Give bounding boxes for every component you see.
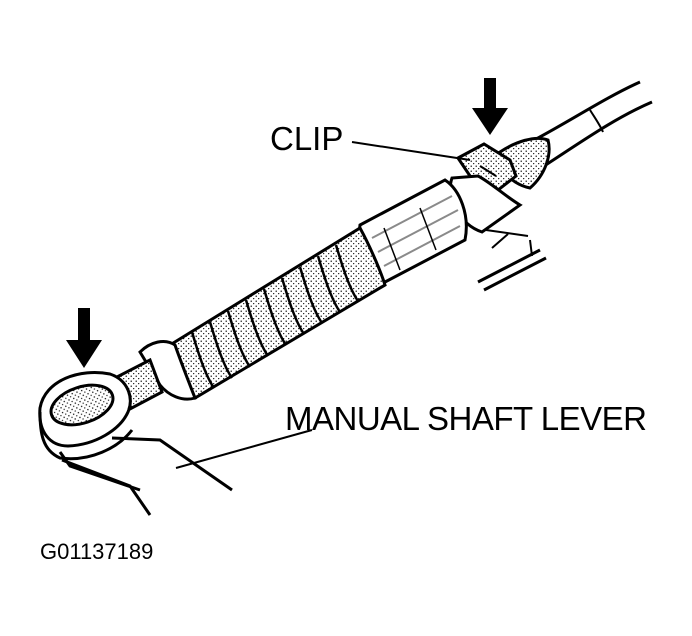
- leader-lines: [175, 141, 471, 469]
- clip-label: CLIP: [270, 120, 344, 157]
- eye-end: [38, 371, 134, 461]
- arrow-down-icon: [66, 308, 102, 368]
- manual-shaft-lever-label: MANUAL SHAFT LEVER: [285, 400, 647, 437]
- boot-collar: [138, 340, 197, 401]
- manual-shaft-lever: [58, 436, 233, 516]
- corrugated-boot: [168, 225, 387, 400]
- bracket-lines: [477, 239, 547, 292]
- figure-id: G01137189: [40, 539, 154, 564]
- arrow-down-icon: [472, 78, 508, 135]
